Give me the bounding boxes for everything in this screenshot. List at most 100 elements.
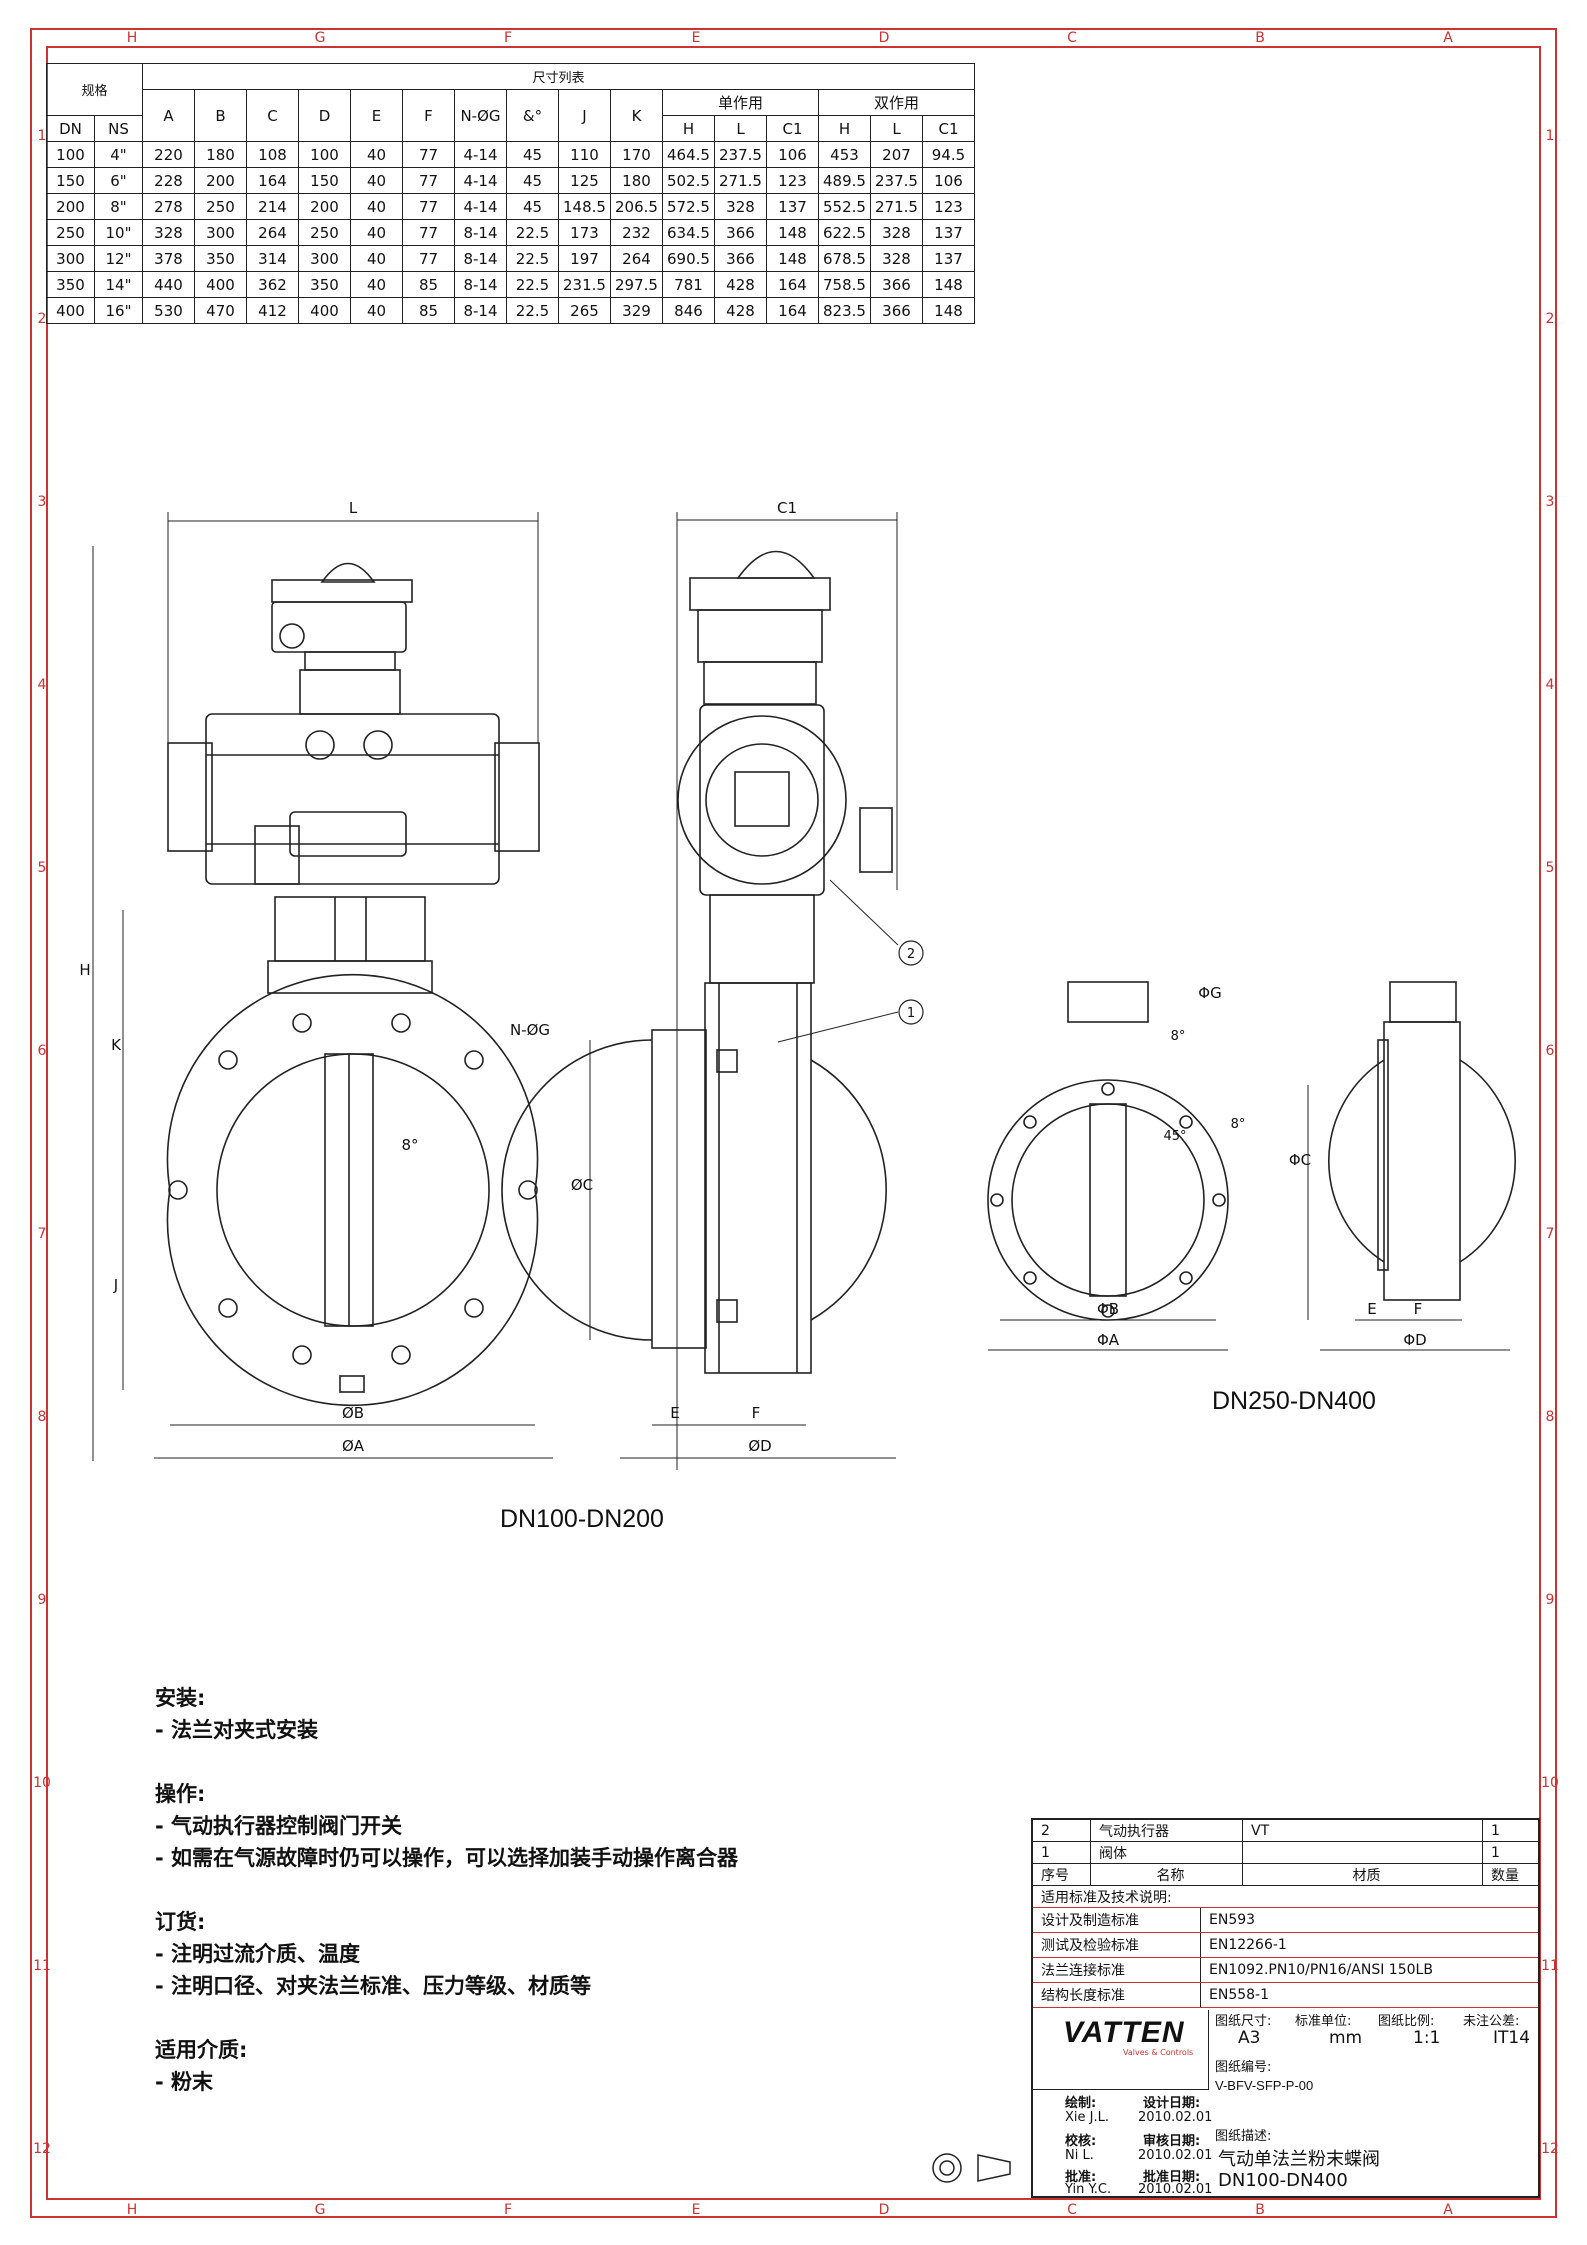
svg-text:N-ØG: N-ØG: [510, 1021, 550, 1039]
svg-text:2: 2: [907, 947, 915, 962]
zone-row-label: 9: [37, 1592, 47, 1608]
balloon-1: [898, 999, 924, 1025]
svg-text:8°: 8°: [1171, 1029, 1186, 1044]
zone-column-label: H: [126, 30, 138, 46]
zone-column-label: C: [1067, 30, 1077, 46]
zone-column-label: B: [1255, 2202, 1265, 2218]
zone-row-label: 11: [33, 1958, 51, 1974]
note-order-2: - 注明口径、对夹法兰标准、压力等级、材质等: [155, 1974, 592, 1998]
drawing-number: V-BFV-SFP-P-00: [1215, 2078, 1314, 2093]
zone-row-label: 5: [1545, 860, 1555, 876]
zone-row-label: 11: [1541, 1958, 1559, 1974]
zone-column-label: G: [314, 30, 326, 46]
zone-row-label: 4: [37, 677, 47, 693]
valve-bore: [216, 1053, 490, 1327]
zone-column-label: C: [1067, 2202, 1077, 2218]
svg-text:ØA: ØA: [342, 1437, 365, 1455]
note-install-1: - 法兰对夹式安装: [155, 1718, 319, 1742]
zone-row-label: 3: [1545, 494, 1555, 510]
zone-row-label: 12: [33, 2141, 51, 2157]
note-order-title: 订货:: [155, 1910, 206, 1934]
notes-section: 安装: - 法兰对夹式安装 操作: - 气动执行器控制阀门开关 - 如需在气源故…: [155, 1682, 775, 2130]
zone-column-label: D: [878, 30, 890, 46]
zone-row-label: 4: [1545, 677, 1555, 693]
zone-row-label: 1: [37, 128, 47, 144]
svg-text:E: E: [1367, 1300, 1376, 1318]
svg-text:F: F: [1414, 1300, 1423, 1318]
zone-row-label: 6: [1545, 1043, 1555, 1059]
inner-border: [46, 46, 1541, 2200]
actuator-side: [699, 704, 825, 896]
zone-column-label: F: [503, 2202, 513, 2218]
title-block: 2 气动执行器 VT 1 1 阀体 1 序号 名称 材质 数量 适用标准及技术说…: [1031, 1818, 1540, 2198]
svg-text:ØD: ØD: [748, 1437, 771, 1455]
single-acting-header: 单作用: [662, 89, 819, 116]
view-title-dn250: DN250-DN400: [1212, 1387, 1376, 1415]
zone-column-label: E: [691, 2202, 701, 2218]
zone-column-label: A: [1443, 30, 1453, 46]
view-title-dn100: DN100-DN200: [500, 1505, 664, 1533]
actuator-body: [205, 713, 500, 885]
indicator-dome: [320, 562, 376, 583]
svg-text:ΦB: ΦB: [1097, 1300, 1119, 1318]
actuator-end-cap: [677, 715, 847, 885]
zone-column-label: A: [1443, 2202, 1453, 2218]
zone-column-label: G: [314, 2202, 326, 2218]
note-operate-2: - 如需在气源故障时仍可以操作，可以选择加装手动操作离合器: [155, 1846, 739, 1870]
note-media-1: - 粉末: [155, 2070, 214, 2094]
svg-text:ØB: ØB: [342, 1404, 364, 1422]
zone-row-label: 2: [37, 311, 47, 327]
zone-row-label: 5: [37, 860, 47, 876]
valve-body-side: [704, 982, 812, 1374]
zone-column-label: E: [691, 30, 701, 46]
svg-text:45°: 45°: [1163, 1129, 1186, 1144]
svg-text:C1: C1: [777, 499, 797, 517]
svg-text:K: K: [111, 1036, 122, 1054]
svg-text:F: F: [752, 1404, 761, 1422]
svg-text:ØC: ØC: [571, 1176, 593, 1194]
zone-row-label: 1: [1545, 128, 1555, 144]
note-order-1: - 注明过流介质、温度: [155, 1942, 361, 1966]
zone-column-label: H: [126, 2202, 138, 2218]
note-operate-title: 操作:: [155, 1782, 206, 1806]
svg-text:1: 1: [907, 1006, 915, 1021]
zone-column-label: D: [878, 2202, 890, 2218]
svg-text:J: J: [113, 1276, 118, 1294]
svg-text:ΦA: ΦA: [1097, 1331, 1120, 1349]
company-logo: VATTEN Valves & Controls: [1033, 2010, 1209, 2090]
zone-column-label: F: [503, 30, 513, 46]
zone-row-label: 10: [1541, 1775, 1559, 1791]
zone-row-label: 7: [37, 1226, 47, 1242]
zone-row-label: 8: [1545, 1409, 1555, 1425]
note-install-title: 安装:: [155, 1686, 206, 1710]
balloon-2: [898, 940, 924, 966]
zone-row-label: 2: [1545, 311, 1555, 327]
zone-row-label: 6: [37, 1043, 47, 1059]
valve-flange: [166, 973, 539, 1407]
svg-text:E: E: [670, 1404, 679, 1422]
zone-row-label: 9: [1545, 1592, 1555, 1608]
svg-text:8°: 8°: [401, 1136, 418, 1154]
zone-row-label: 12: [1541, 2141, 1559, 2157]
svg-text:8°: 8°: [1231, 1117, 1246, 1132]
projection-symbol-icon: [932, 2153, 1011, 2183]
note-operate-1: - 气动执行器控制阀门开关: [155, 1814, 403, 1838]
outer-border: [30, 28, 1557, 2218]
zone-row-label: 7: [1545, 1226, 1555, 1242]
zone-row-label: 8: [37, 1409, 47, 1425]
svg-text:ΦD: ΦD: [1403, 1331, 1426, 1349]
zone-column-label: B: [1255, 30, 1265, 46]
svg-text:L: L: [349, 499, 358, 517]
zone-row-label: 3: [37, 494, 47, 510]
dimension-table: 规格 尺寸列表 A B C D E F N-ØG &° J K 单作用 双作用 …: [46, 63, 975, 324]
svg-text:ΦG: ΦG: [1198, 984, 1221, 1002]
